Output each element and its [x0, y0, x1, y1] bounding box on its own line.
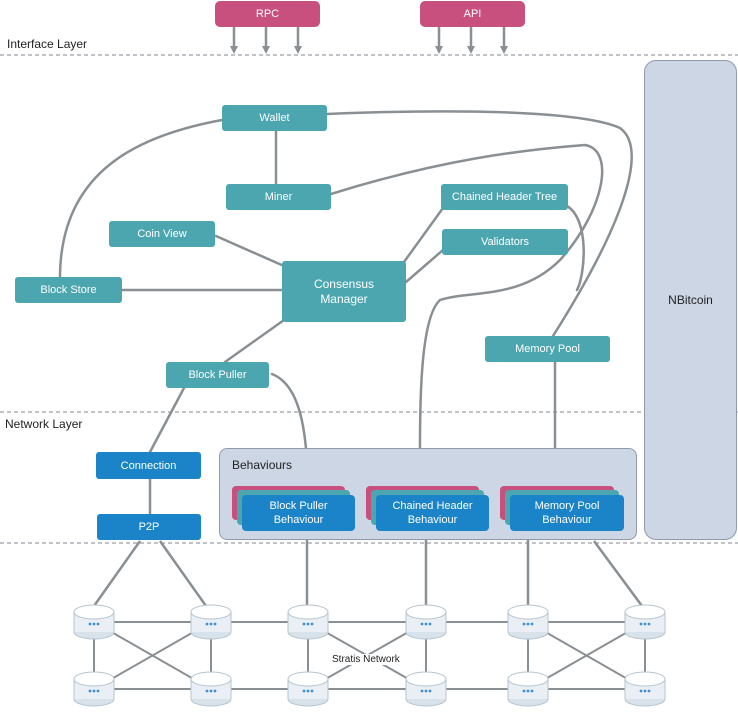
- memory-pool-behaviour-line1: Memory Pool: [534, 500, 600, 512]
- consensus-to-chained-header-tree-link: [402, 206, 445, 264]
- nbitcoin-panel: [644, 60, 737, 540]
- consensus-to-block-puller-link: [223, 318, 286, 364]
- interface-arrows: [230, 27, 508, 54]
- chained-header-tree-label: Chained Header Tree: [451, 191, 558, 203]
- server-node-icon: [507, 604, 549, 640]
- chained-header-behaviour-line2: Behaviour: [407, 514, 458, 526]
- component-connectors: [58, 110, 633, 516]
- api-label: API: [463, 8, 482, 20]
- interface-layer-label: Interface Layer: [7, 37, 88, 51]
- memory-pool-behaviour-line2: Behaviour: [542, 514, 592, 526]
- server-node-icon: [624, 671, 666, 707]
- server-node-icon: [405, 671, 447, 707]
- block-puller-box: Block Puller: [166, 362, 269, 388]
- wallet-box: Wallet: [222, 105, 327, 131]
- server-node-icon: [624, 604, 666, 640]
- server-node-icon: [287, 604, 329, 640]
- behaviours-title: Behaviours: [232, 458, 293, 472]
- memory-pool-box: Memory Pool: [485, 336, 610, 362]
- api-box: API: [420, 1, 525, 27]
- block-store-box: Block Store: [15, 277, 122, 303]
- server-node-icon: [287, 671, 329, 707]
- consensus-manager-box: Consensus Manager: [282, 261, 406, 322]
- consensus-to-validators-link: [404, 248, 445, 284]
- rpc-label: RPC: [255, 8, 280, 20]
- network-nodes: [73, 604, 666, 707]
- node-uplinks: [92, 531, 644, 607]
- block-puller-behaviour-line2: Behaviour: [273, 514, 324, 526]
- server-node-icon: [190, 604, 232, 640]
- coin-view-to-consensus-link: [214, 234, 286, 268]
- network-layer-label: Network Layer: [5, 417, 83, 431]
- server-node-icon: [73, 671, 115, 707]
- miner-label: Miner: [264, 191, 293, 203]
- chained-header-behaviour-box: Chained Header Behaviour: [376, 495, 489, 531]
- coin-view-box: Coin View: [109, 221, 215, 247]
- stratis-network-label: Stratis Network: [330, 654, 402, 665]
- wallet-to-block-store-link: [58, 118, 224, 280]
- chained-header-tree-to-memory-pool-link: [565, 204, 585, 292]
- validators-box: Validators: [442, 229, 568, 255]
- block-puller-to-connection-link: [148, 386, 186, 454]
- block-store-label: Block Store: [40, 284, 97, 296]
- wallet-to-memory-pool-link: [325, 110, 633, 338]
- consensus-manager-label-line1: Consensus: [313, 276, 375, 291]
- memory-pool-label: Memory Pool: [515, 343, 580, 355]
- server-node-icon: [405, 604, 447, 640]
- validators-label: Validators: [480, 236, 530, 248]
- block-puller-label: Block Puller: [188, 369, 247, 381]
- p2p-label: P2P: [138, 521, 160, 533]
- server-node-icon: [190, 671, 232, 707]
- chained-header-behaviour-line1: Chained Header: [392, 500, 473, 512]
- p2p-box: P2P: [97, 514, 201, 540]
- wallet-label: Wallet: [259, 112, 290, 124]
- consensus-manager-label-line2: Manager: [320, 291, 368, 306]
- block-puller-behaviour-line1: Block Puller: [269, 500, 328, 512]
- block-puller-behaviour-box: Block Puller Behaviour: [242, 495, 355, 531]
- coin-view-label: Coin View: [137, 228, 187, 240]
- nbitcoin-label: NBitcoin: [668, 293, 713, 307]
- connection-box: Connection: [96, 452, 201, 479]
- miner-box: Miner: [226, 184, 331, 210]
- server-node-icon: [507, 671, 549, 707]
- memory-pool-behaviour-box: Memory Pool Behaviour: [510, 495, 624, 531]
- rpc-box: RPC: [215, 1, 320, 27]
- connection-label: Connection: [120, 459, 177, 472]
- chained-header-tree-box: Chained Header Tree: [441, 184, 568, 210]
- server-node-icon: [73, 604, 115, 640]
